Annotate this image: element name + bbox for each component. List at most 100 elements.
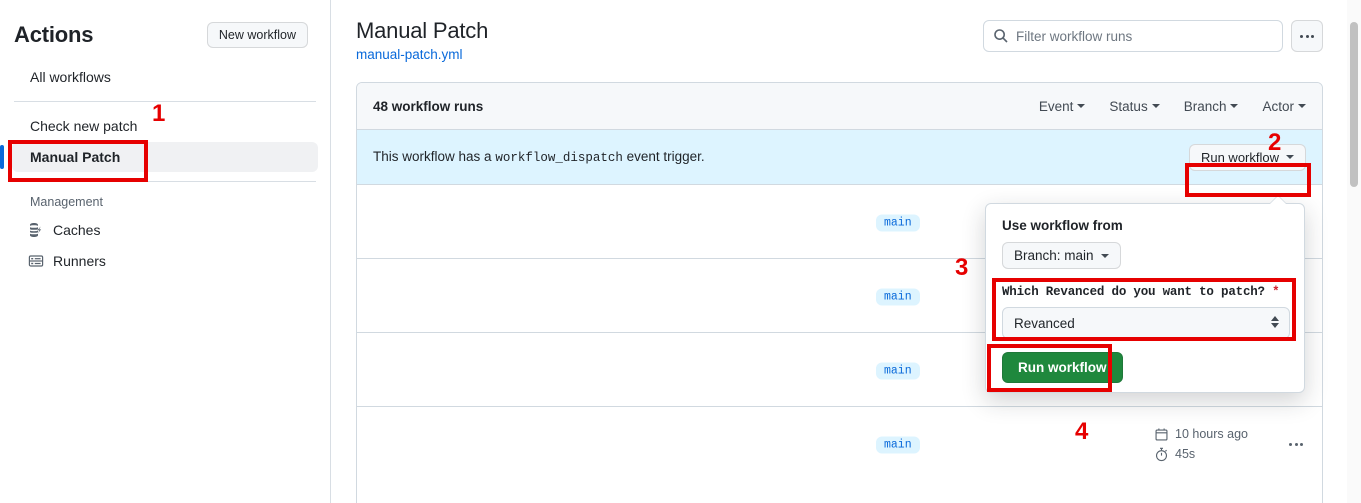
sidebar-item-all-workflows[interactable]: All workflows [12,62,318,92]
kebab-dot [1289,442,1292,446]
chevron-down-icon [1286,155,1294,159]
annotation-number-1: 1 [152,100,166,127]
filter-branch[interactable]: Branch [1184,99,1239,114]
chevron-down-icon [1077,104,1086,108]
input-question-label: Which Revanced do you want to patch? * [1002,285,1288,299]
run-meta: 10 hours ago 45s [1154,427,1306,462]
runs-toolbar: 48 workflow runs Event Status Branch [357,83,1322,130]
workflow-file-link[interactable]: manual-patch.yml [356,47,463,62]
sidebar-item-caches[interactable]: Caches [12,215,318,245]
sidebar-item-label: Caches [53,222,101,238]
chevron-down-icon [1271,323,1279,328]
page-title: Manual Patch [356,18,489,43]
sidebar-item-label: All workflows [30,69,111,85]
select-stepper-icon [1271,316,1279,328]
revanced-select-value: Revanced [1014,315,1075,331]
scrollbar-thumb[interactable] [1350,22,1358,187]
run-workflow-panel: Use workflow from Branch: main Which Rev… [985,203,1305,393]
dispatch-text-before: This workflow has a [373,149,492,164]
run-workflow-label: Run workflow [1200,149,1279,165]
header-actions [983,18,1323,52]
sidebar-item-label: Manual Patch [30,149,121,165]
chevron-down-icon [1230,104,1239,108]
filter-label: Event [1038,98,1074,114]
filter-label: Status [1109,98,1148,114]
submit-run-workflow-button[interactable]: Run workflow [1002,352,1123,383]
new-workflow-button[interactable]: New workflow [206,22,308,48]
run-workflow-dropdown-button[interactable]: Run workflow [1188,143,1306,171]
branch-select-button[interactable]: Branch: main [1002,242,1121,269]
runs-count-label: 48 workflow runs [373,98,484,114]
main-header: Manual Patch manual-patch.yml [332,0,1347,62]
runs-filters: Event Status Branch Actor [1039,99,1306,114]
branch-badge[interactable]: main [876,436,920,454]
chevron-down-icon [1100,253,1109,258]
sidebar-item-check-new-patch[interactable]: Check new patch [12,111,318,141]
main-content: Manual Patch manual-patch.yml [332,0,1347,503]
question-text: Which Revanced do you want to patch? [1002,285,1265,299]
run-branch-cell: main [876,360,920,379]
sidebar-section-management: Management [30,195,103,209]
duration-label: 45s [1175,447,1196,461]
annotation-number-3: 3 [955,254,969,281]
filter-actor[interactable]: Actor [1262,99,1306,114]
annotation-number-2: 2 [1268,129,1282,156]
revanced-select[interactable]: Revanced [1002,307,1290,339]
filter-status[interactable]: Status [1109,98,1160,114]
chevron-down-icon [1298,104,1306,108]
dispatch-message: This workflow has a workflow_dispatch ev… [373,149,705,165]
kebab-dot [1300,34,1303,38]
workflow-runs-panel: 48 workflow runs Event Status Branch [356,82,1323,503]
search-box[interactable] [983,20,1283,52]
chevron-down-icon [1151,104,1160,108]
kebab-dot [1300,442,1303,446]
dispatch-text-after: event trigger. [626,149,705,164]
sidebar-workflow-list: All workflows Check new patch Manual Pat… [0,62,330,276]
sidebar-item-runners[interactable]: Runners [12,246,318,276]
sidebar-item-label: Runners [53,253,106,269]
filter-event[interactable]: Event [1039,99,1086,114]
panel-body: Use workflow from Branch: main Which Rev… [986,204,1304,339]
filter-label: Branch [1183,98,1227,114]
annotation-number-4: 4 [1075,418,1089,445]
page-scrollbar[interactable] [1347,0,1361,503]
chevron-up-icon [1271,316,1279,321]
run-times: 10 hours ago 45s [1154,427,1272,462]
branch-badge[interactable]: main [876,214,920,231]
date-label: 10 hours ago [1175,427,1248,441]
workflow-dispatch-banner: This workflow has a workflow_dispatch ev… [357,130,1322,185]
filter-label: Actor [1262,98,1294,114]
required-asterisk: * [1272,285,1280,299]
run-duration: 45s [1154,447,1195,462]
header-kebab-button[interactable] [1291,20,1323,52]
cache-icon [30,223,42,237]
run-branch-cell: main [876,286,920,305]
table-row[interactable]: main [357,259,1322,333]
sidebar-item-manual-patch[interactable]: Manual Patch [0,142,318,172]
row-kebab-button[interactable] [1286,442,1306,446]
sidebar-title: Actions [14,22,94,47]
sidebar-divider [14,101,316,102]
actions-sidebar: Actions New workflow All workflows Check… [0,0,331,503]
stopwatch-icon [1155,447,1168,461]
run-branch-cell: main [876,435,920,454]
kebab-dot [1305,34,1309,38]
search-icon [994,29,1008,43]
sidebar-header: Actions New workflow [0,0,330,48]
table-row[interactable]: main [357,185,1322,259]
runner-icon [28,255,44,267]
branch-select-label: Branch: main [1014,248,1094,263]
branch-badge[interactable]: main [876,362,920,379]
page-heading-group: Manual Patch manual-patch.yml [356,18,488,62]
dispatch-event-code: workflow_dispatch [495,151,623,165]
branch-badge[interactable]: main [876,288,920,305]
sidebar-divider [14,181,316,182]
table-row[interactable]: main 10 hours ago [357,407,1322,481]
search-input[interactable] [1016,21,1282,51]
use-workflow-from-label: Use workflow from [1002,218,1123,233]
sidebar-item-label: Check new patch [30,118,138,134]
run-date: 10 hours ago [1154,427,1248,442]
kebab-dot [1311,34,1314,38]
run-branch-cell: main [876,212,920,231]
